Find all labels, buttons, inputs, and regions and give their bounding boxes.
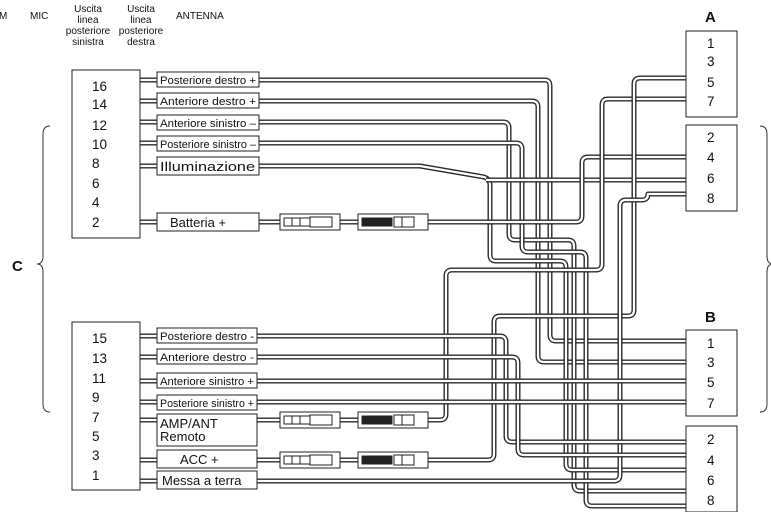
header-m: M (0, 11, 7, 22)
svg-text:5: 5 (707, 75, 715, 90)
svg-text:AMP/ANT: AMP/ANT (160, 416, 218, 431)
connector-c-bottom-pins: 15 13 11 9 7 5 3 1 (92, 331, 107, 483)
connector-a-pins: 1 3 5 7 2 4 6 8 (707, 36, 715, 206)
svg-text:1: 1 (92, 468, 100, 483)
wire-rear-right-plus (140, 77, 686, 344)
brace-c (36, 125, 51, 413)
wire-a8 (428, 96, 686, 423)
plug-female-acc (357, 451, 429, 469)
wire-battery (428, 154, 686, 225)
svg-text:4: 4 (92, 195, 100, 210)
plug-male-acc (279, 451, 341, 469)
svg-text:10: 10 (92, 137, 107, 152)
svg-text:1: 1 (707, 336, 715, 351)
wire-rear-right-minus (140, 333, 686, 445)
svg-text:Uscita: Uscita (127, 4, 155, 15)
wire-a5 (428, 75, 686, 463)
connector-c-bottom (71, 321, 141, 491)
svg-text:posteriore: posteriore (66, 26, 111, 37)
wire-front-right-plus (140, 98, 686, 365)
svg-text:15: 15 (92, 331, 107, 346)
wire-rear-left-minus (140, 140, 686, 509)
svg-text:Anteriore sinistro +: Anteriore sinistro + (160, 376, 254, 388)
svg-text:Posteriore destro -: Posteriore destro - (160, 331, 254, 343)
svg-text:7: 7 (707, 396, 715, 411)
plug-connectors (279, 213, 429, 469)
svg-text:13: 13 (92, 351, 107, 366)
svg-text:Posteriore destro +: Posteriore destro + (160, 75, 256, 87)
header-mic: MIC (30, 11, 48, 22)
svg-text:linea: linea (130, 15, 152, 26)
svg-text:2: 2 (707, 432, 715, 447)
header-antenna: ANTENNA (176, 11, 224, 22)
plug-female-amp (357, 411, 429, 429)
connector-b-bottom (685, 425, 738, 512)
svg-text:Messa a terra: Messa a terra (162, 473, 242, 488)
svg-text:linea: linea (77, 15, 99, 26)
svg-text:9: 9 (92, 390, 100, 405)
svg-text:Uscita: Uscita (74, 4, 102, 15)
connector-c-label: C (12, 258, 23, 275)
svg-text:Anteriore destro +: Anteriore destro + (160, 96, 256, 108)
plug-female-battery (357, 213, 429, 231)
wire-front-left-minus (140, 119, 686, 494)
svg-text:Posteriore sinistro –: Posteriore sinistro – (160, 139, 257, 151)
svg-text:Posteriore sinistro +: Posteriore sinistro + (160, 398, 254, 410)
connector-c-top (71, 69, 141, 239)
connector-c-top-pins: 16 14 12 10 8 6 4 2 (92, 79, 108, 230)
svg-text:7: 7 (92, 410, 100, 425)
plug-male-amp (279, 411, 341, 429)
connector-b-pins: 1 3 5 7 2 4 6 8 (707, 336, 715, 508)
svg-text:6: 6 (92, 176, 100, 191)
header-rear-right: Uscita linea posteriore destra (119, 4, 164, 48)
wire-front-right-minus (140, 354, 686, 458)
wire-a8-gnd (140, 191, 686, 484)
svg-text:8: 8 (707, 191, 715, 206)
svg-text:8: 8 (92, 156, 100, 171)
svg-text:6: 6 (707, 171, 715, 186)
svg-text:12: 12 (92, 118, 107, 133)
svg-text:8: 8 (707, 493, 715, 508)
svg-text:11: 11 (92, 371, 106, 386)
connector-a-label: A (705, 9, 716, 26)
svg-text:16: 16 (92, 79, 107, 94)
svg-text:7: 7 (707, 94, 715, 109)
svg-text:1: 1 (707, 36, 715, 51)
wire-labels-top: Posteriore destro + Anteriore destro + A… (156, 71, 260, 232)
svg-text:Illuminazione: Illuminazione (160, 159, 255, 174)
svg-text:3: 3 (707, 355, 715, 370)
svg-text:posteriore: posteriore (119, 26, 164, 37)
svg-text:4: 4 (707, 150, 715, 165)
svg-text:3: 3 (92, 448, 100, 463)
svg-text:Remoto: Remoto (160, 429, 206, 444)
svg-text:sinistra: sinistra (72, 37, 104, 48)
svg-text:Batteria +: Batteria + (170, 215, 226, 230)
connector-a-top (685, 30, 738, 118)
svg-text:2: 2 (92, 215, 100, 230)
svg-text:2: 2 (707, 130, 715, 145)
connector-a-bottom (685, 124, 738, 212)
svg-text:Anteriore destro -: Anteriore destro - (160, 352, 254, 364)
svg-text:6: 6 (707, 473, 715, 488)
svg-text:3: 3 (707, 54, 715, 69)
svg-text:5: 5 (707, 375, 715, 390)
header-rear-left: Uscita linea posteriore sinistra (66, 4, 111, 48)
wire-labels-bottom: Posteriore destro - Anteriore destro - A… (156, 327, 258, 490)
connector-b-top (685, 329, 738, 417)
brace-right (759, 125, 771, 413)
plug-male-battery (279, 213, 341, 231)
svg-text:destra: destra (127, 37, 155, 48)
svg-text:4: 4 (707, 453, 715, 468)
svg-text:14: 14 (92, 97, 108, 112)
connector-b-label: B (705, 309, 716, 326)
svg-text:5: 5 (92, 429, 100, 444)
svg-text:ACC +: ACC + (180, 452, 219, 467)
svg-text:Anteriore sinistro –: Anteriore sinistro – (160, 118, 257, 130)
